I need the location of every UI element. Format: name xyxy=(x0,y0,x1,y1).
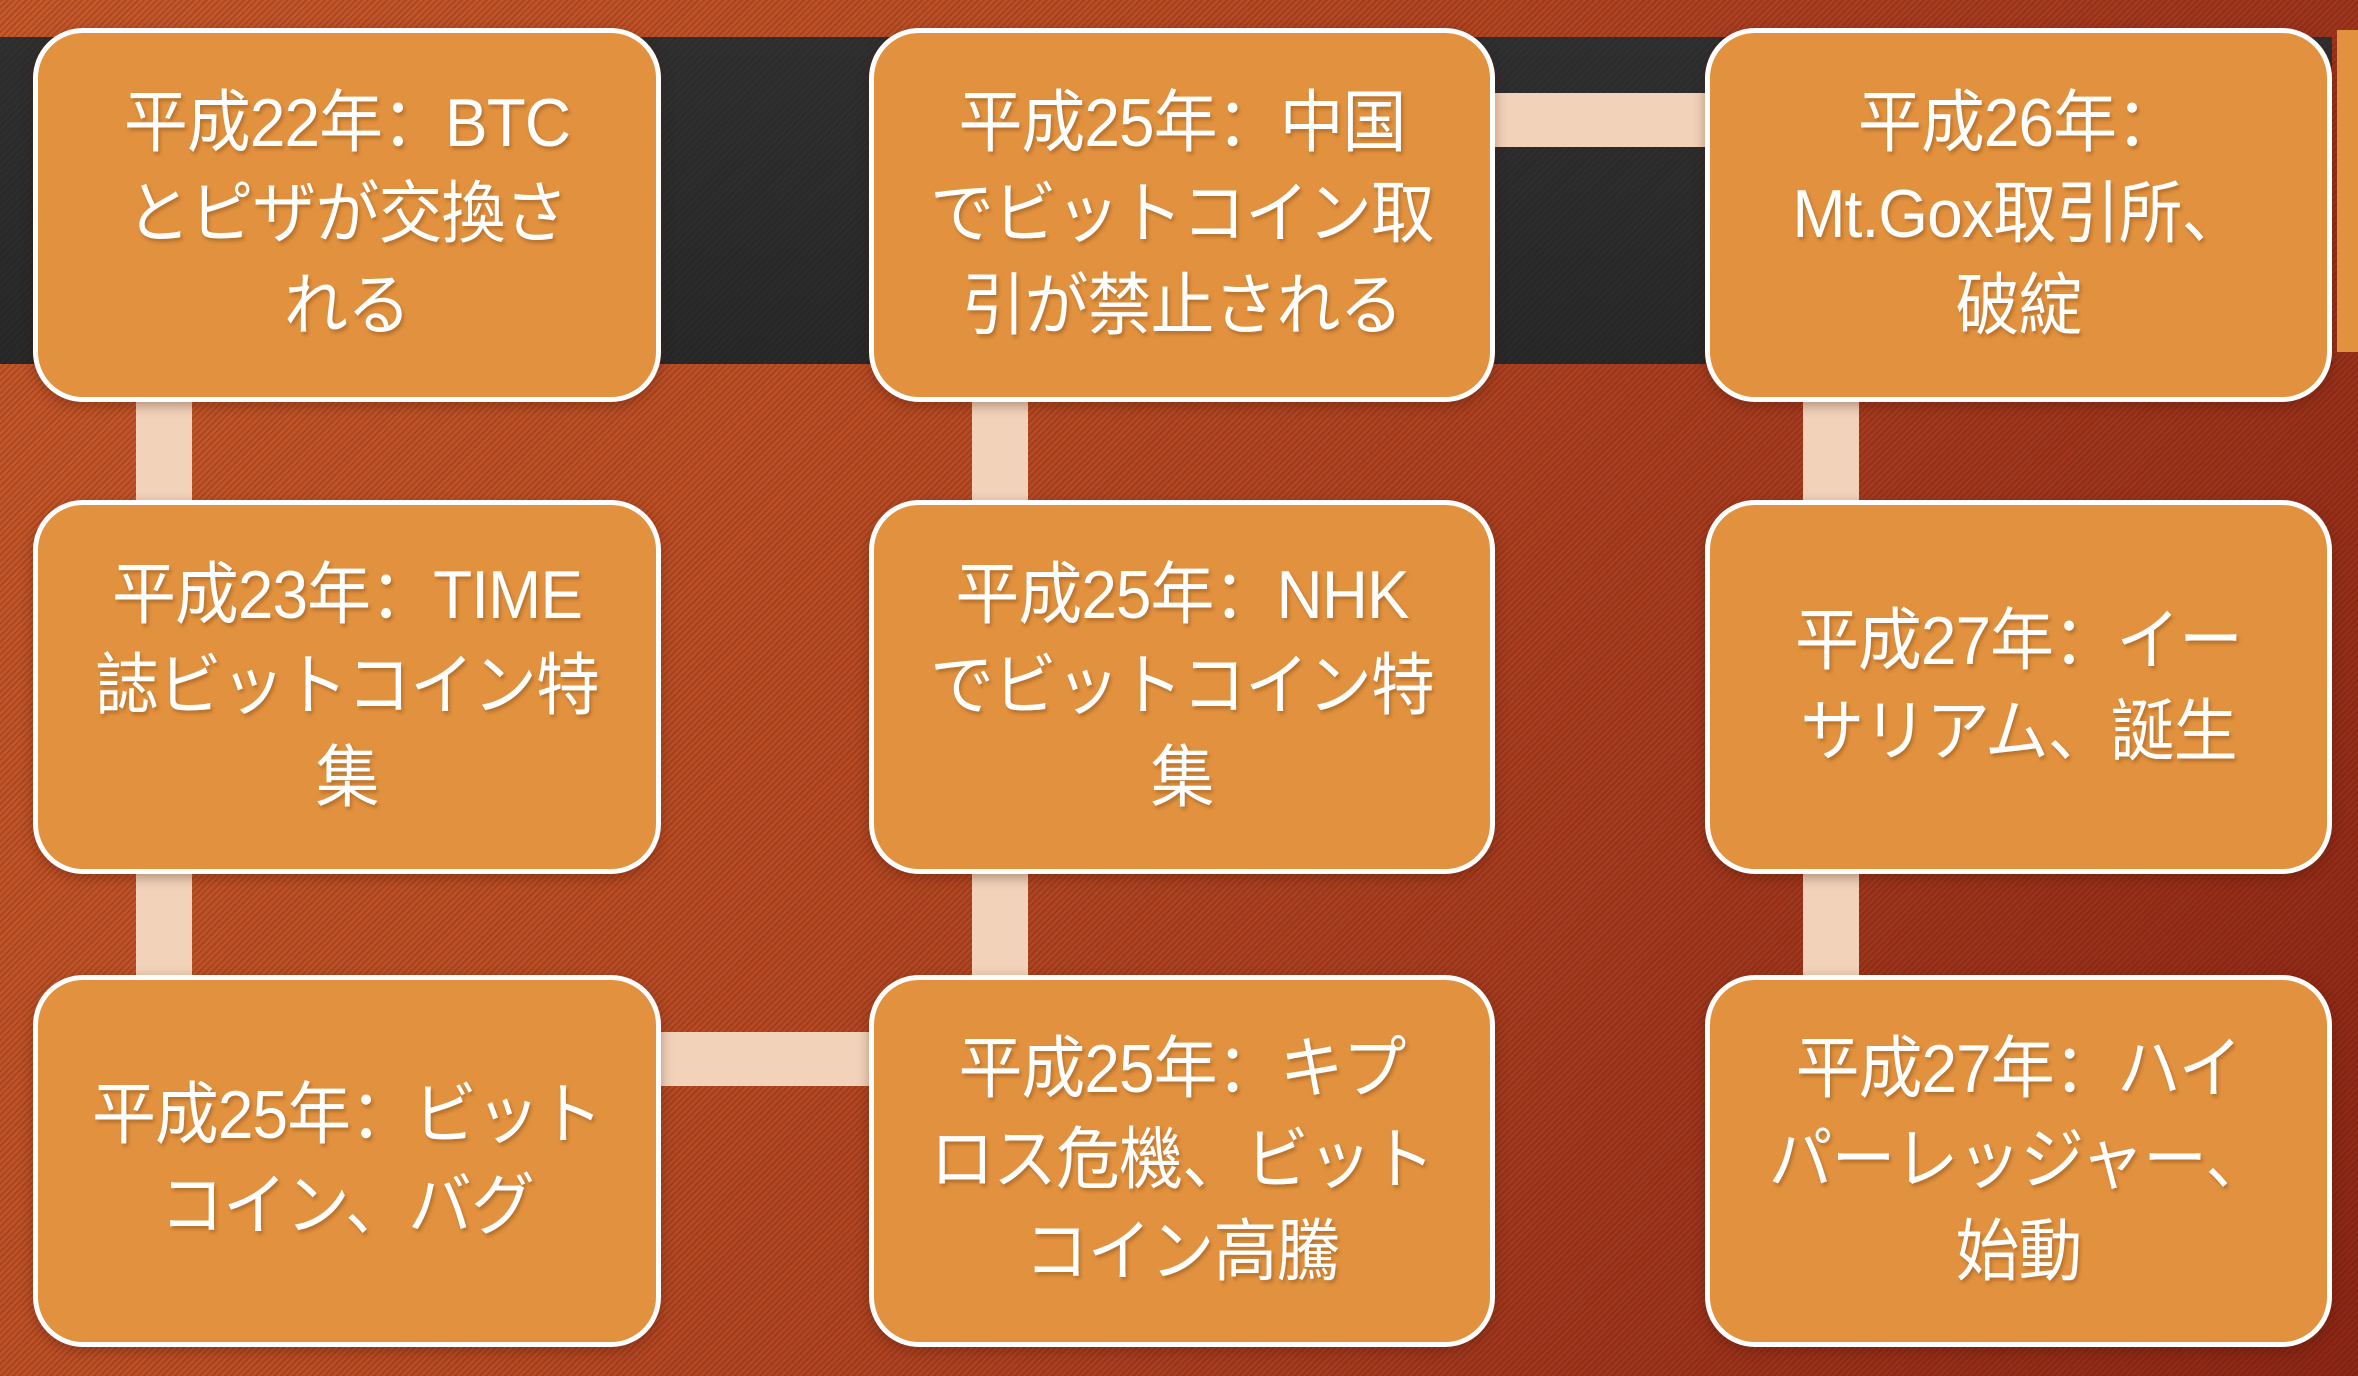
flow-node-h23-time-magazine: 平成23年：TIME 誌ビットコイン特 集 xyxy=(33,500,661,874)
flow-node-h26-mtgox-collapse: 平成26年： Mt.Gox取引所、 破綻 xyxy=(1705,28,2332,402)
connector-col3-row1-row2 xyxy=(1803,392,1859,508)
flow-node-partial-next xyxy=(2337,30,2358,352)
connector-col3-row2-row3 xyxy=(1803,866,1859,982)
connector-col2-row2-row3 xyxy=(972,866,1028,982)
connector-row3-col1-col2 xyxy=(648,1032,882,1086)
flow-node-label: 平成25年：中国 でビットコイン取 引が禁止される xyxy=(930,85,1435,344)
flow-node-label: 平成22年：BTC とピザが交換さ れる xyxy=(123,85,571,344)
flow-node-label: 平成27年：イー サリアム、誕生 xyxy=(1794,602,2243,770)
flow-node-h25-nhk-special: 平成25年：NHK でビットコイン特 集 xyxy=(869,500,1495,874)
connector-col1-row2-row3 xyxy=(136,866,192,982)
flow-node-label: 平成25年：ビット コイン、バグ xyxy=(91,1076,603,1244)
flow-node-h27-hyperledger-start: 平成27年：ハイ パーレッジャー、 始動 xyxy=(1705,975,2332,1347)
flow-node-h27-ethereum-birth: 平成27年：イー サリアム、誕生 xyxy=(1705,500,2332,874)
connector-row1-col2-col3 xyxy=(1478,93,1718,147)
flow-node-label: 平成26年： Mt.Gox取引所、 破綻 xyxy=(1792,85,2245,344)
flow-node-label: 平成25年：NHK でビットコイン特 集 xyxy=(930,557,1435,816)
flow-node-h25-cyprus-crisis: 平成25年：キプ ロス危機、ビット コイン高騰 xyxy=(869,975,1495,1347)
connector-col1-row1-row2 xyxy=(136,392,192,508)
connector-col2-row1-row2 xyxy=(972,392,1028,508)
flow-node-label: 平成23年：TIME 誌ビットコイン特 集 xyxy=(95,557,600,816)
flow-node-label: 平成27年：ハイ パーレッジャー、 始動 xyxy=(1768,1031,2269,1290)
flow-node-label: 平成25年：キプ ロス危機、ビット コイン高騰 xyxy=(930,1031,1435,1290)
flow-node-h22-btc-pizza: 平成22年：BTC とピザが交換さ れる xyxy=(33,28,661,402)
flow-node-h25-bitcoin-bug: 平成25年：ビット コイン、バグ xyxy=(33,975,661,1347)
flow-node-h25-china-ban: 平成25年：中国 でビットコイン取 引が禁止される xyxy=(869,28,1495,402)
